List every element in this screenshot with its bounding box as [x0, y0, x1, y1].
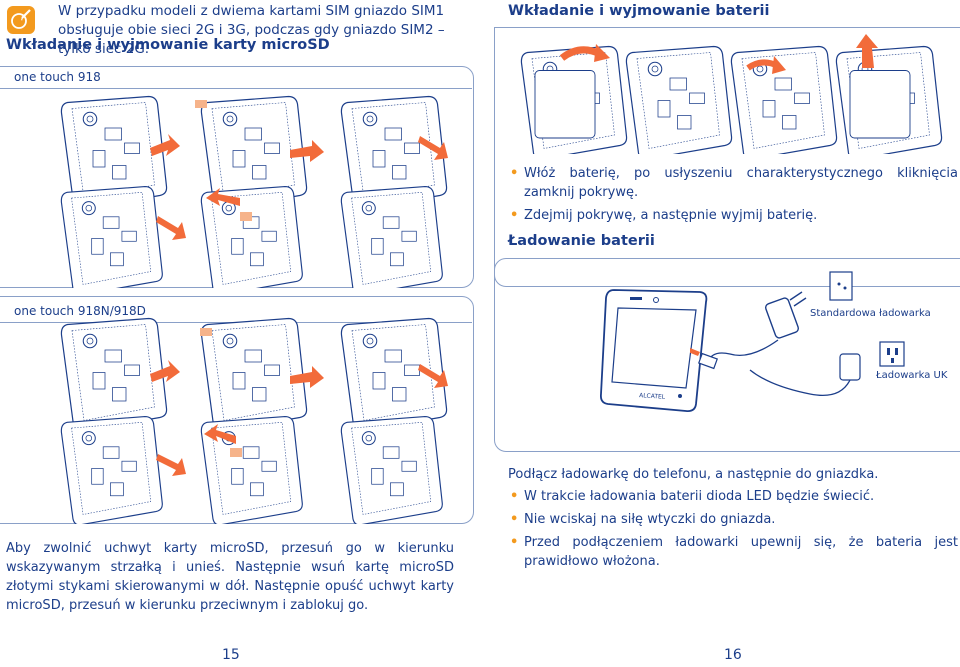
- phone-front-illustration: ALCATEL: [600, 289, 708, 413]
- battery-bullet-remove: Zdejmij pokrywę, a następnie wyjmij bate…: [508, 206, 958, 225]
- microsd-steps-918-illustration: [60, 95, 448, 288]
- model-918n-label: one touch 918N/918D: [14, 304, 146, 318]
- note-pen-icon: [7, 6, 35, 34]
- model-918n-box: [0, 296, 474, 524]
- page-number-left: 15: [222, 647, 240, 663]
- page-number-right: 16: [724, 647, 742, 663]
- charging-intro: Podłącz ładowarkę do telefonu, a następn…: [508, 467, 879, 482]
- battery-steps-illustration: [520, 34, 943, 154]
- battery-box: [494, 27, 960, 287]
- model-918-label: one touch 918: [14, 70, 101, 84]
- charging-bullet-led: W trakcie ładowania baterii dioda LED bę…: [508, 487, 958, 506]
- charging-bullets: W trakcie ładowania baterii dioda LED bę…: [508, 487, 958, 575]
- charging-box: [494, 258, 960, 452]
- model-918-divider: [0, 88, 472, 89]
- battery-bullets: Włóż baterię, po usłyszeniu charakteryst…: [508, 164, 958, 229]
- microsd-heading: Wkładanie i wyjmowanie karty microSD: [6, 37, 330, 53]
- charging-bullet-battery: Przed podłączeniem ładowarki upewnij się…: [508, 533, 958, 571]
- charger-label-uk: Ładowarka UK: [876, 370, 948, 381]
- charging-bullet-plug: Nie wciskaj na siłę wtyczki do gniazda.: [508, 510, 958, 529]
- sim-note-text: W przypadku modeli z dwiema kartami SIM …: [58, 3, 445, 57]
- battery-heading: Wkładanie i wyjmowanie baterii: [508, 3, 770, 19]
- charger-illustration: [690, 271, 905, 397]
- microsd-steps-918n-illustration: [60, 317, 448, 524]
- microsd-instructions: Aby zwolnić uchwyt karty microSD, przesu…: [6, 541, 454, 613]
- charger-label-standard: Standardowa ładowarka: [810, 308, 931, 319]
- battery-bullet-insert: Włóż baterię, po usłyszeniu charakteryst…: [508, 164, 958, 202]
- charging-heading: Ładowanie baterii: [508, 233, 655, 249]
- phone-brand: ALCATEL: [639, 392, 666, 401]
